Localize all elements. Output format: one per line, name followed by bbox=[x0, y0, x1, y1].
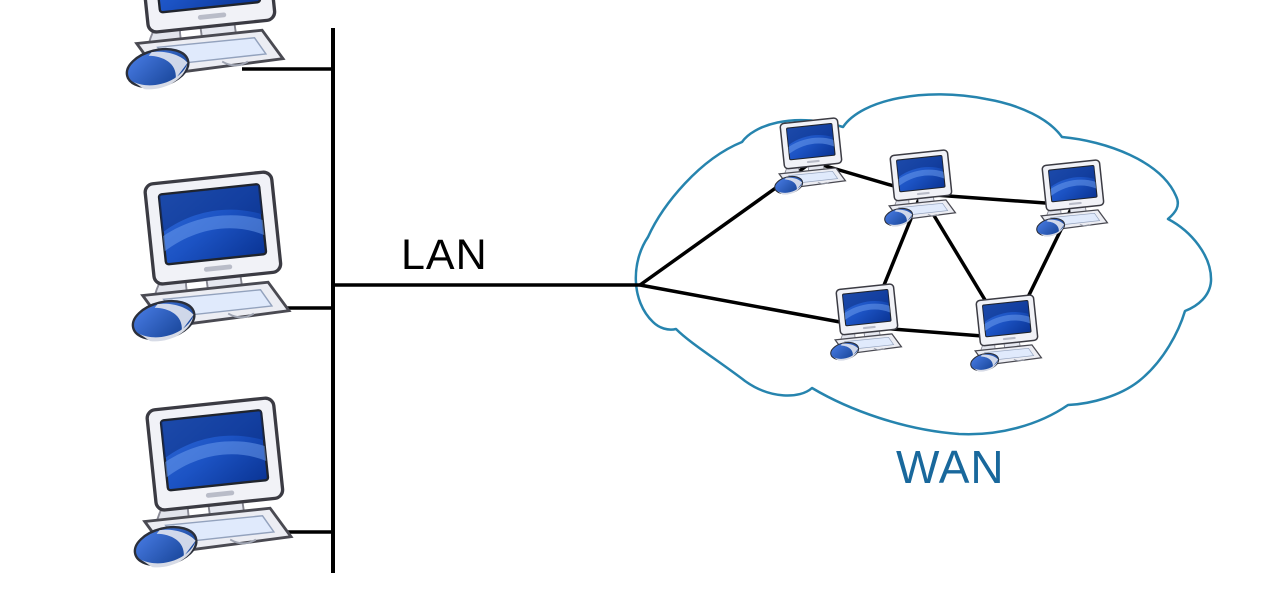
wan-cloud bbox=[634, 93, 1213, 436]
lan-pc-1-computer-icon bbox=[121, 0, 285, 97]
lan-pc-2-computer-icon bbox=[127, 169, 291, 349]
lan-pc-3-computer-icon bbox=[129, 395, 293, 575]
lan-label: LAN bbox=[401, 231, 488, 279]
wan-label: WAN bbox=[896, 441, 1005, 493]
wan-link-junction-wan-pc-4 bbox=[639, 283, 868, 329]
